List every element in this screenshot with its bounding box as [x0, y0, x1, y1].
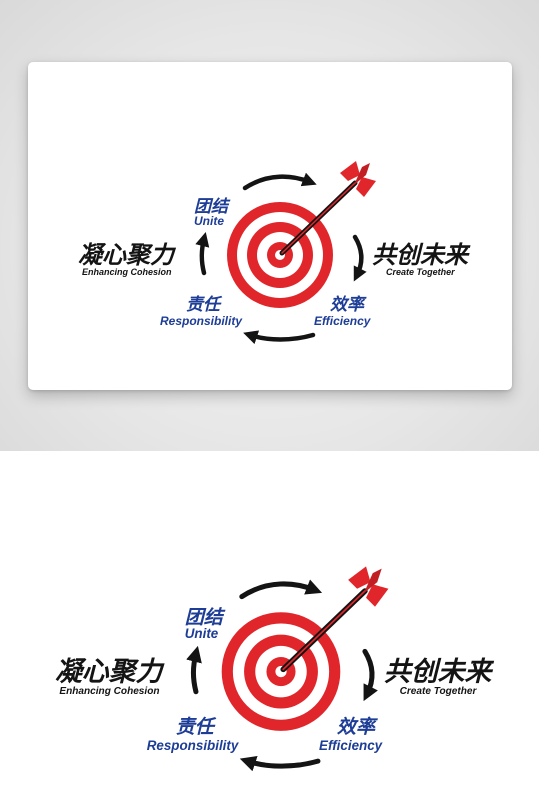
resp-cn-label: 责任 [186, 295, 223, 314]
logo-graphic: 团结 Unite 凝心聚力 Enhancing Cohesion 共创未来 Cr… [78, 161, 471, 345]
unite-en-label: Unite [185, 626, 219, 641]
eff-en-label: Efficiency [319, 738, 384, 753]
top-cycle-arrow [239, 579, 323, 600]
bottom-cycle-arrow [243, 330, 316, 345]
eff-cn-label: 效率 [337, 716, 378, 738]
logo-graphic: 团结 Unite 凝心聚力 Enhancing Cohesion 共创未来 Cr… [55, 566, 495, 772]
left-cn-label: 凝心聚力 [78, 242, 177, 269]
right-cn-label: 共创未来 [372, 242, 471, 269]
left-en-label: Enhancing Cohesion [59, 686, 159, 697]
right-en-label: Create Together [386, 267, 455, 277]
resp-en-label: Responsibility [147, 738, 240, 753]
unite-cn-label: 团结 [185, 606, 226, 628]
top-cycle-arrow [242, 172, 317, 191]
eff-en-label: Efficiency [314, 314, 372, 328]
right-cycle-arrow [352, 234, 367, 282]
logo-on-plain: 团结 Unite 凝心聚力 Enhancing Cohesion 共创未来 Cr… [46, 555, 516, 777]
unite-cn-label: 团结 [194, 197, 231, 216]
right-cn-label: 共创未来 [384, 657, 495, 687]
left-cycle-arrow [195, 232, 210, 276]
bottom-cycle-arrow [239, 756, 321, 772]
dart-arrow-icon [279, 161, 376, 256]
dart-arrow-icon [280, 566, 389, 673]
left-cycle-arrow [186, 645, 202, 695]
resp-cn-label: 责任 [176, 716, 217, 738]
unite-en-label: Unite [194, 214, 224, 228]
logo-on-card: 团结 Unite 凝心聚力 Enhancing Cohesion 共创未来 Cr… [70, 155, 490, 345]
left-cn-label: 凝心聚力 [55, 657, 166, 687]
eff-cn-label: 效率 [330, 295, 367, 314]
resp-en-label: Responsibility [160, 314, 243, 328]
right-cycle-arrow [362, 648, 378, 702]
left-en-label: Enhancing Cohesion [82, 267, 172, 277]
right-en-label: Create Together [400, 686, 478, 697]
